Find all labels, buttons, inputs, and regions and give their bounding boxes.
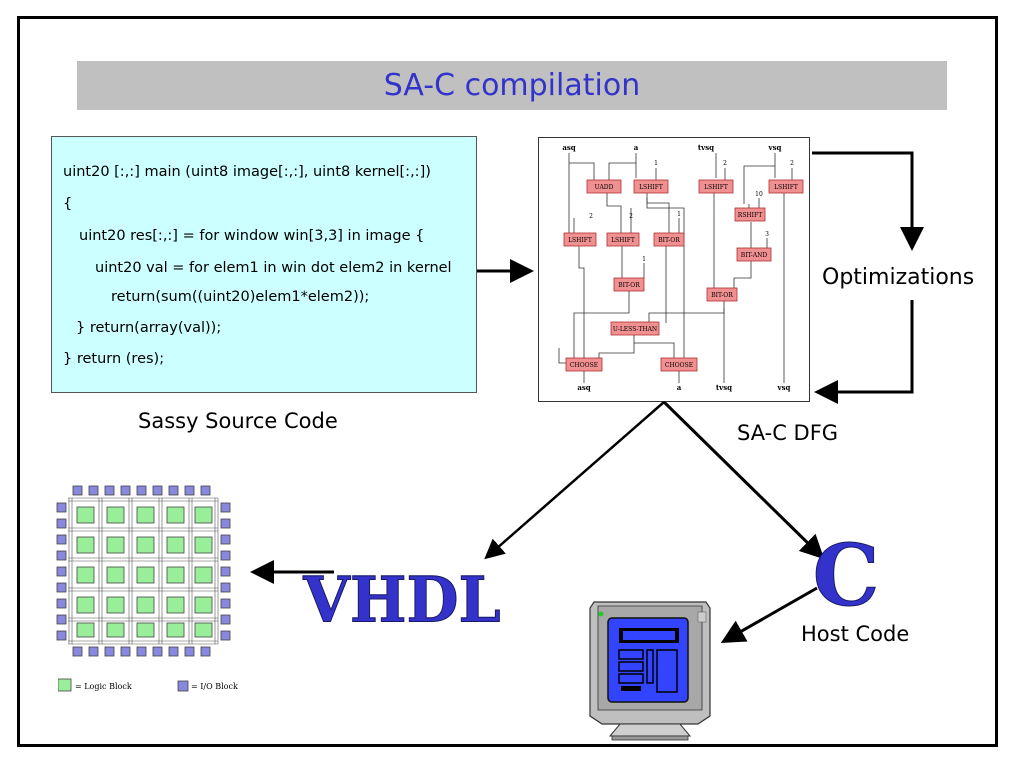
fpga-grid-diagram <box>56 485 231 657</box>
dfg-node: BIT-OR <box>711 292 733 299</box>
io-block-swatch <box>177 680 189 692</box>
dfg-constant: 1 <box>677 211 681 218</box>
optimizations-loop-out <box>812 151 924 251</box>
dfg-constant: 2 <box>790 160 794 167</box>
dfg-diagram: UADD LSHIFT LSHIFT LSHIFT LSHIFT LSHIFT … <box>538 137 810 402</box>
dfg-node: BIT-OR <box>618 282 640 289</box>
dfg-constant: 1 <box>642 256 646 263</box>
dfg-node: RSHIFT <box>738 212 762 219</box>
c-to-host-arrow <box>720 586 818 643</box>
dfg-output-label: asq <box>577 383 590 392</box>
code-line: } return(array(val)); <box>76 320 222 336</box>
optimizations-label: Optimizations <box>822 265 975 290</box>
dfg-node: BIT-OR <box>658 237 680 244</box>
host-code-label: Host Code <box>801 622 910 646</box>
dfg-node: LSHIFT <box>611 237 635 244</box>
dfg-output-label: a <box>677 383 682 392</box>
dfg-constant: 2 <box>589 213 593 220</box>
logic-block-legend: = Logic Block <box>75 682 132 691</box>
dfg-node: CHOOSE <box>665 362 693 369</box>
dfg-to-c-arrow <box>662 400 825 560</box>
c-logo: C <box>813 526 880 625</box>
code-line: } return (res); <box>63 351 165 367</box>
dfg-node: U-LESS-THAN <box>613 326 657 333</box>
dfg-caption: SA-C DFG <box>737 421 839 445</box>
dfg-constant: 2 <box>629 213 633 220</box>
logic-block-swatch <box>58 678 72 692</box>
code-line: uint20 [:,:] main (uint8 image[:,:], uin… <box>63 164 431 180</box>
optimizations-loop-in <box>814 300 914 404</box>
dfg-node: CHOOSE <box>570 362 598 369</box>
dfg-constant: 1 <box>654 160 658 167</box>
dfg-input-label: a <box>634 143 639 152</box>
slide-title: SA-C compilation <box>383 68 641 103</box>
dfg-node: LSHIFT <box>568 237 592 244</box>
dfg-node: UADD <box>595 184 614 191</box>
dfg-node: LSHIFT <box>774 184 798 191</box>
dfg-input-label: asq <box>562 143 575 152</box>
dfg-constant: 3 <box>765 231 769 238</box>
code-line: return(sum((uint20)elem1*elem2)); <box>111 289 370 305</box>
code-line: uint20 res[:,:] = for window win[3,3] in… <box>79 228 425 244</box>
code-line: { <box>63 196 73 212</box>
dfg-constant: 2 <box>723 160 727 167</box>
fpga-legend: = Logic Block = I/O Block <box>58 678 238 692</box>
dfg-input-label: vsq <box>768 143 782 152</box>
dfg-node: BIT-AND <box>741 252 768 259</box>
dfg-output-label: tvsq <box>716 383 732 392</box>
dfg-constant: 10 <box>755 191 763 198</box>
dfg-node: LSHIFT <box>639 184 663 191</box>
io-block-legend: = I/O Block <box>191 682 238 691</box>
source-code-caption: Sassy Source Code <box>138 409 338 433</box>
code-line: uint20 val = for elem1 in win dot elem2 … <box>95 260 452 276</box>
title-bar: SA-C compilation <box>77 61 947 110</box>
dfg-to-vhdl-arrow <box>484 401 665 560</box>
source-code-box: uint20 [:,:] main (uint8 image[:,:], uin… <box>51 136 477 393</box>
dfg-graph: UADD LSHIFT LSHIFT LSHIFT LSHIFT LSHIFT … <box>558 143 804 392</box>
vhdl-logo: VHDL <box>302 562 500 637</box>
dfg-node: LSHIFT <box>704 184 728 191</box>
computer-icon <box>589 601 711 741</box>
dfg-input-label: tvsq <box>698 143 714 152</box>
slide-frame <box>17 16 998 747</box>
dfg-output-label: vsq <box>777 383 791 392</box>
